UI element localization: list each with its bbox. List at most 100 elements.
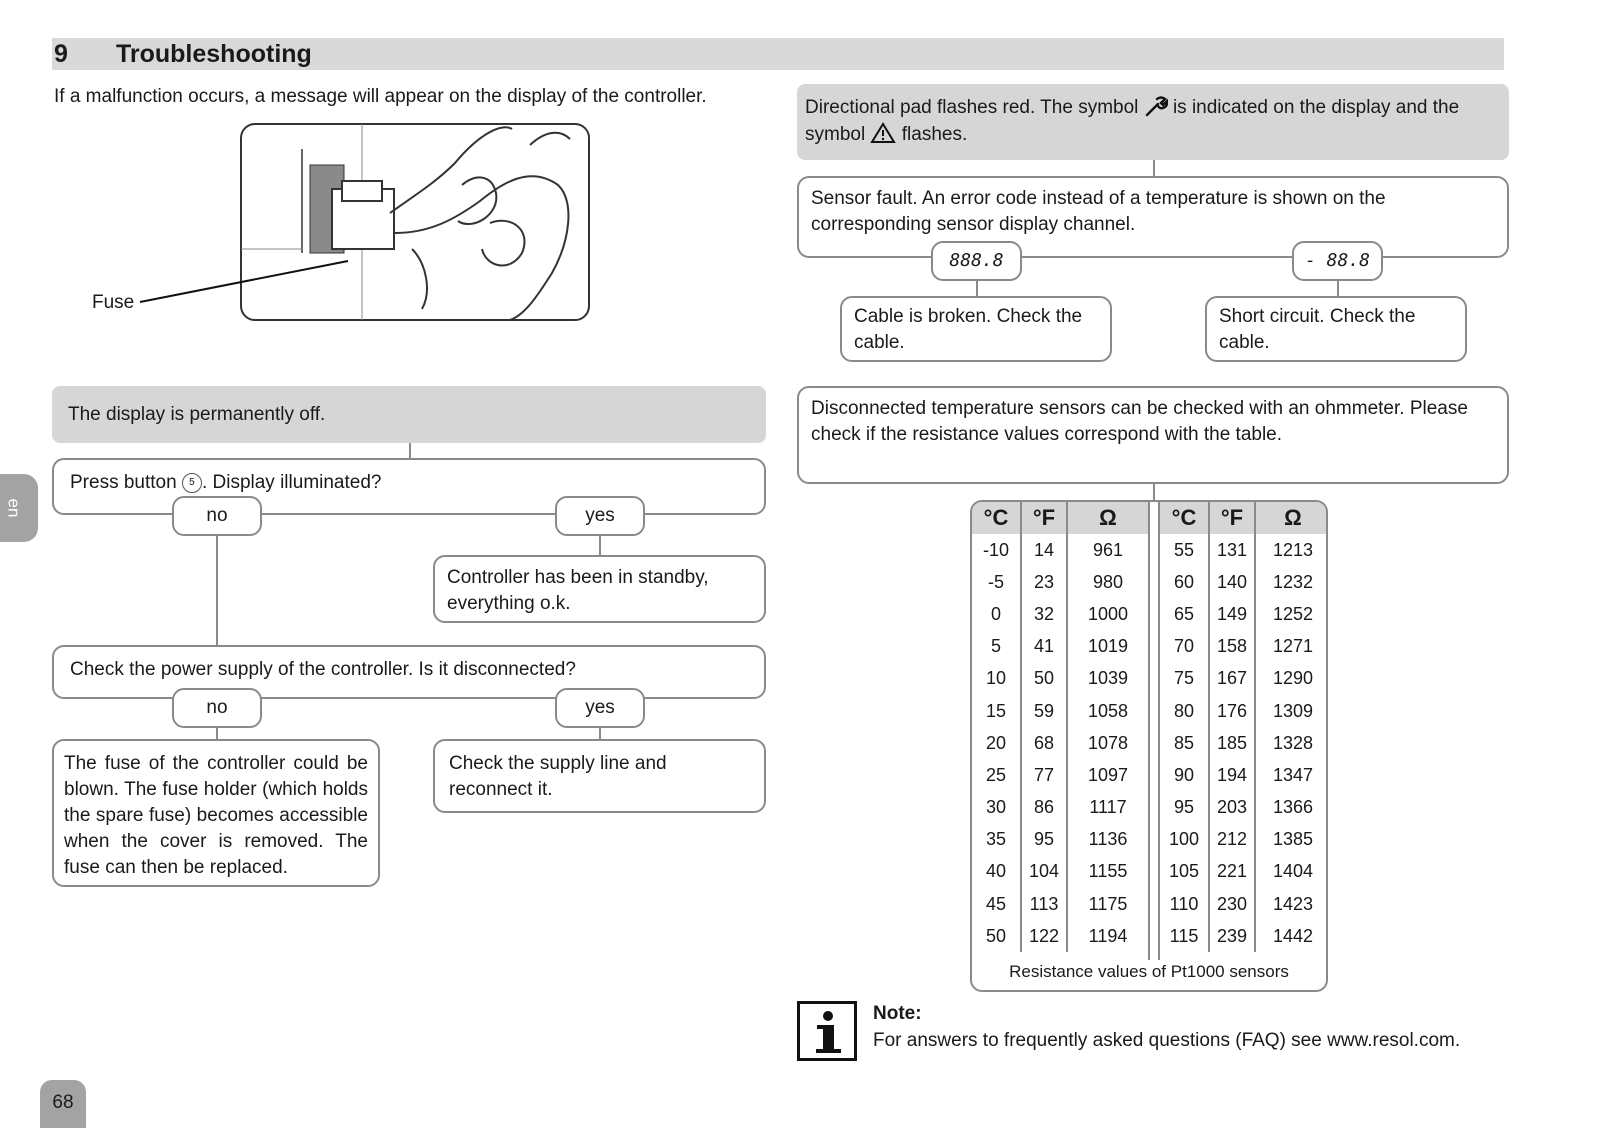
fuse-figure (240, 123, 590, 321)
table-cell: 41 (1021, 630, 1068, 663)
press-button-text-start: Press button (70, 472, 182, 493)
table-cell: 100 (1148, 823, 1210, 856)
intro-text: If a malfunction occurs, a message will … (54, 86, 707, 107)
pad-text-2: is indicated on the display and the (1172, 97, 1460, 118)
no-label-2: no (172, 688, 262, 728)
connector-line (409, 443, 411, 459)
table-cell: 90 (1148, 759, 1210, 792)
table-header-cell: °F (1021, 502, 1068, 534)
section-number: 9 (54, 40, 68, 68)
table-cell: 230 (1209, 888, 1256, 921)
table-cell: 1136 (1088, 829, 1128, 850)
press-button-text-end: . Display illuminated? (201, 472, 382, 493)
table-cell: 1328 (1272, 732, 1314, 753)
press-button-box: Press button 5. Display illuminated? (52, 458, 766, 515)
table-cell: 113 (1021, 888, 1068, 921)
warning-triangle-icon (870, 122, 897, 143)
table-cell: 1155 (1088, 861, 1128, 882)
table-cell: 239 (1209, 920, 1256, 953)
table-cell: 115 (1148, 920, 1210, 953)
table-cell: 5 (972, 630, 1022, 663)
table-cell: 176 (1209, 694, 1256, 728)
table-cell: 110 (1148, 888, 1210, 921)
table-cell: 140 (1209, 566, 1256, 599)
standby-box: Controller has been in standby, everythi… (433, 555, 766, 623)
table-cell: -10 (972, 534, 1022, 567)
table-cell: -5 (972, 566, 1022, 599)
table-header-cell: °C (972, 502, 1022, 534)
table-cell: 1309 (1272, 700, 1314, 721)
section-header-bar (52, 38, 1504, 70)
connector-line (1153, 484, 1155, 501)
error-code-short: - 88.8 (1292, 241, 1383, 281)
table-cell: 14 (1021, 534, 1068, 567)
table-cell: 1058 (1087, 700, 1129, 721)
table-caption: Resistance values of Pt1000 sensors (1009, 962, 1289, 981)
table-cell: 158 (1209, 630, 1256, 663)
disconnected-sensors-box: Disconnected temperature sensors can be … (797, 386, 1509, 484)
check-supply-box: Check the supply line and reconnect it. (433, 739, 766, 813)
table-cell: 86 (1021, 791, 1068, 824)
pad-text-4: flashes. (901, 124, 968, 145)
table-cell: 95 (1148, 791, 1210, 824)
table-cell: 203 (1209, 791, 1256, 824)
table-cell: 105 (1148, 855, 1210, 889)
table-cell: 77 (1021, 759, 1068, 792)
table-cell: 185 (1209, 727, 1256, 760)
cable-broken-box: Cable is broken. Check the cable. (840, 296, 1112, 362)
table-cell: 1404 (1272, 861, 1314, 882)
table-cell: 1271 (1272, 636, 1314, 657)
error-code-open: 888.8 (931, 241, 1022, 281)
table-cell: 1000 (1087, 603, 1129, 624)
pad-text-3: symbol (805, 124, 866, 145)
directional-pad-box: Directional pad flashes red. The symbol … (797, 84, 1509, 160)
table-cell: 40 (972, 855, 1022, 889)
table-cell: 980 (1092, 571, 1124, 592)
table-cell: 20 (972, 727, 1022, 760)
table-cell: 1078 (1087, 732, 1129, 753)
table-cell: 30 (972, 791, 1022, 824)
note-text: For answers to frequently asked question… (873, 1030, 1461, 1051)
table-cell: 212 (1209, 823, 1256, 856)
table-cell: 1213 (1272, 539, 1314, 560)
table-cell: 10 (972, 662, 1022, 695)
section-title: Troubleshooting (116, 40, 312, 68)
table-cell: 221 (1209, 855, 1256, 889)
table-cell: 0 (972, 598, 1022, 631)
connector-line (976, 281, 978, 297)
yes-label-1: yes (555, 496, 645, 536)
table-cell: 1366 (1272, 797, 1314, 818)
connector-line (599, 536, 601, 556)
table-cell: 85 (1148, 727, 1210, 760)
table-cell: 104 (1021, 855, 1068, 889)
table-cell: 1290 (1272, 668, 1314, 689)
table-cell: 1194 (1088, 925, 1128, 946)
button-5-icon: 5 (181, 472, 202, 493)
table-cell: 1175 (1088, 893, 1128, 914)
table-cell: 1252 (1272, 603, 1314, 624)
table-header-cell: °F (1209, 502, 1256, 534)
table-cell: 70 (1148, 630, 1210, 663)
wrench-icon (1145, 96, 1169, 117)
table-cell: 80 (1148, 694, 1210, 728)
table-cell: 50 (1021, 662, 1068, 695)
connector-line (1337, 281, 1339, 297)
yes-label-2: yes (555, 688, 645, 728)
table-cell: 1385 (1272, 829, 1314, 850)
table-header-cell: Ω (1099, 505, 1117, 530)
table-cell: 961 (1092, 539, 1124, 560)
connector-line (1153, 160, 1155, 177)
fuse-blown-box: The fuse of the controller could be blow… (52, 739, 380, 887)
check-power-box: Check the power supply of the controller… (52, 645, 766, 699)
